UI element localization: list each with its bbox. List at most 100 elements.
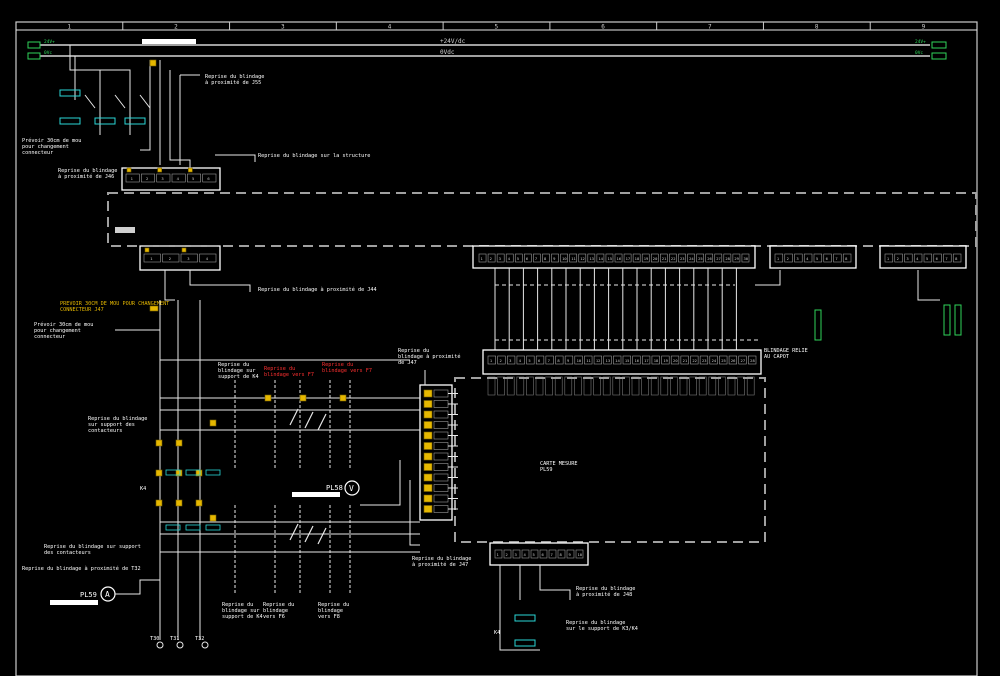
pin-number: 4 [519,358,522,363]
terminal-marker [188,167,193,173]
pin-cell [605,253,614,263]
pin-cell [524,253,532,263]
pin-cell [894,253,903,263]
pin-cell [696,253,704,263]
terminal-marker [209,514,217,522]
wire-tag [165,469,181,476]
pin-cell [784,253,793,263]
terminal-marker [155,439,163,447]
pin-number: 1 [497,552,500,557]
pin-cell [551,253,559,263]
pin-number: 3 [796,256,798,261]
bus-label-0v: 0Vc [44,50,52,56]
bus-label-right-0v: 0Vc [915,50,923,56]
pin-number: 9 [567,358,570,363]
pin-number: 6 [538,358,541,363]
pin-number: 10 [562,256,567,261]
pin-cell [705,253,714,263]
pin-cell [774,253,784,263]
terminal-marker [423,421,433,429]
pin-number: 20 [653,256,658,261]
pin-cell [741,253,750,263]
bus-label-mid-24v: +24V/dc [440,38,466,45]
pin-number: 22 [671,256,676,261]
pin-number: 2 [787,256,789,261]
mid-left-area: Reprise du blindage à proximité de J44 P… [34,270,410,640]
pin-cell [564,355,574,365]
pin-cell [913,253,923,263]
terminal-marker [423,431,433,440]
terminal-marker [181,247,187,253]
pin-number: 24 [712,358,717,363]
pin-number: 7 [835,256,837,261]
label-k4: K4 [140,486,146,492]
pin-cell [505,253,514,263]
terminal-marker [423,484,433,492]
pin-number: 27 [716,256,721,261]
pin-number: 5 [926,256,928,261]
pin-cell [141,173,155,183]
pin-cell [687,253,695,263]
pin-number: 3 [906,256,908,261]
pin-cell [143,253,161,263]
pin-cell [709,355,718,365]
pin-cell [842,253,852,263]
pin-cell [603,355,612,365]
pin-number: 16 [617,256,622,261]
pin-number: 6 [207,176,210,181]
pin-cell [569,253,578,263]
terminal-marker [209,419,217,427]
pin-cell [596,253,605,263]
pin-number: 1 [887,256,890,261]
pin-cell [478,253,487,263]
terminal-marker [423,463,433,471]
terminal-marker [423,410,433,419]
pin-number: 14 [615,358,620,363]
pin-number: 6 [936,256,939,261]
pin-number: 7 [945,256,947,261]
pin-number: 12 [596,358,601,363]
pin-number: 15 [625,358,630,363]
column-number: 4 [388,24,392,31]
column-number: 1 [67,24,71,31]
pin-cell [622,355,631,365]
terminal-marker [423,505,433,513]
pin-number: 12 [580,256,585,261]
pin-number: 30 [743,256,748,261]
pin-number: 25 [721,358,726,363]
pin-number: 14 [598,256,603,261]
terminal-marker [299,394,307,402]
label-t31: T31 [170,636,179,642]
pin-number: 11 [586,358,591,363]
bus-label-right-24v: 24V+ [915,39,926,45]
pin-cell [723,253,732,263]
pin-number: 1 [150,256,153,261]
pin-cell [587,253,596,263]
pin-number: 3 [515,552,517,557]
pin-number: 18 [635,256,640,261]
pin-number: 4 [916,256,919,261]
pin-number: 5 [517,256,519,261]
voltmeter-icon [344,480,360,496]
pin-number: 8 [557,358,560,363]
wire-tag [185,524,201,531]
pin-number: 10 [578,552,583,557]
label-reprise-j44: Reprise du blindage à proximité de J44 [258,286,377,293]
pin-cell [548,549,557,559]
terminal-marker [423,442,433,450]
pin-cell [497,355,506,365]
column-number: 3 [281,24,285,31]
pin-number: 23 [680,256,685,261]
pin-number: 5 [816,256,818,261]
pin-number: 4 [524,552,527,557]
